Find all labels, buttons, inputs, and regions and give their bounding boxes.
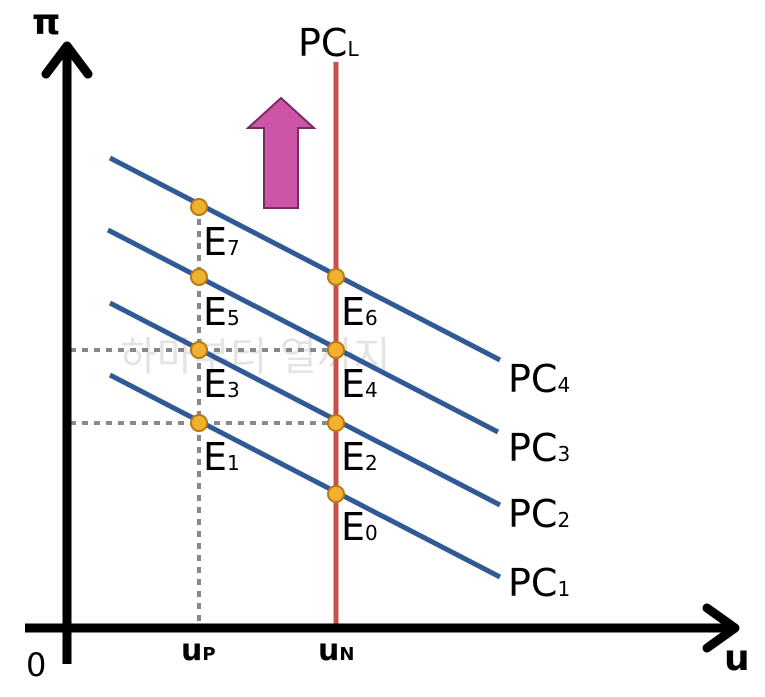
point-e6 [327,268,345,286]
x-axis-arrowhead [702,603,740,653]
point-e0 [327,485,345,503]
label-pc2: PC2 [508,492,570,536]
label-pcl: PCL [298,21,359,65]
point-e5 [190,268,208,286]
label-pc1: PC1 [508,561,570,605]
y-axis-arrowhead [41,41,93,79]
tick-up: uP [181,633,216,668]
point-e4 [327,341,345,359]
y-axis-label: π [32,2,60,43]
label-e4: E4 [341,362,378,406]
curve-pc4 [108,155,502,363]
point-e2 [327,414,345,432]
label-e3: E3 [203,362,240,406]
label-pc3: PC3 [508,426,570,470]
label-e7: E7 [203,220,240,264]
origin-label: 0 [26,646,46,684]
up-arrow-icon [245,96,317,209]
curve-pc2 [108,300,502,508]
label-e5: E5 [203,290,240,334]
label-e2: E2 [341,435,378,479]
label-pc4: PC4 [508,357,570,401]
point-e3 [190,341,208,359]
point-e1 [190,414,208,432]
label-e1: E1 [203,435,240,479]
label-e0: E0 [341,505,378,549]
point-e7 [190,198,208,216]
tick-un: uN [318,633,354,668]
curve-pc3 [106,227,500,435]
watermark-text: 하마부터 열까지 [120,334,390,380]
x-axis-label: u [724,638,750,679]
label-e6: E6 [341,290,378,334]
curve-pc1 [108,372,502,580]
